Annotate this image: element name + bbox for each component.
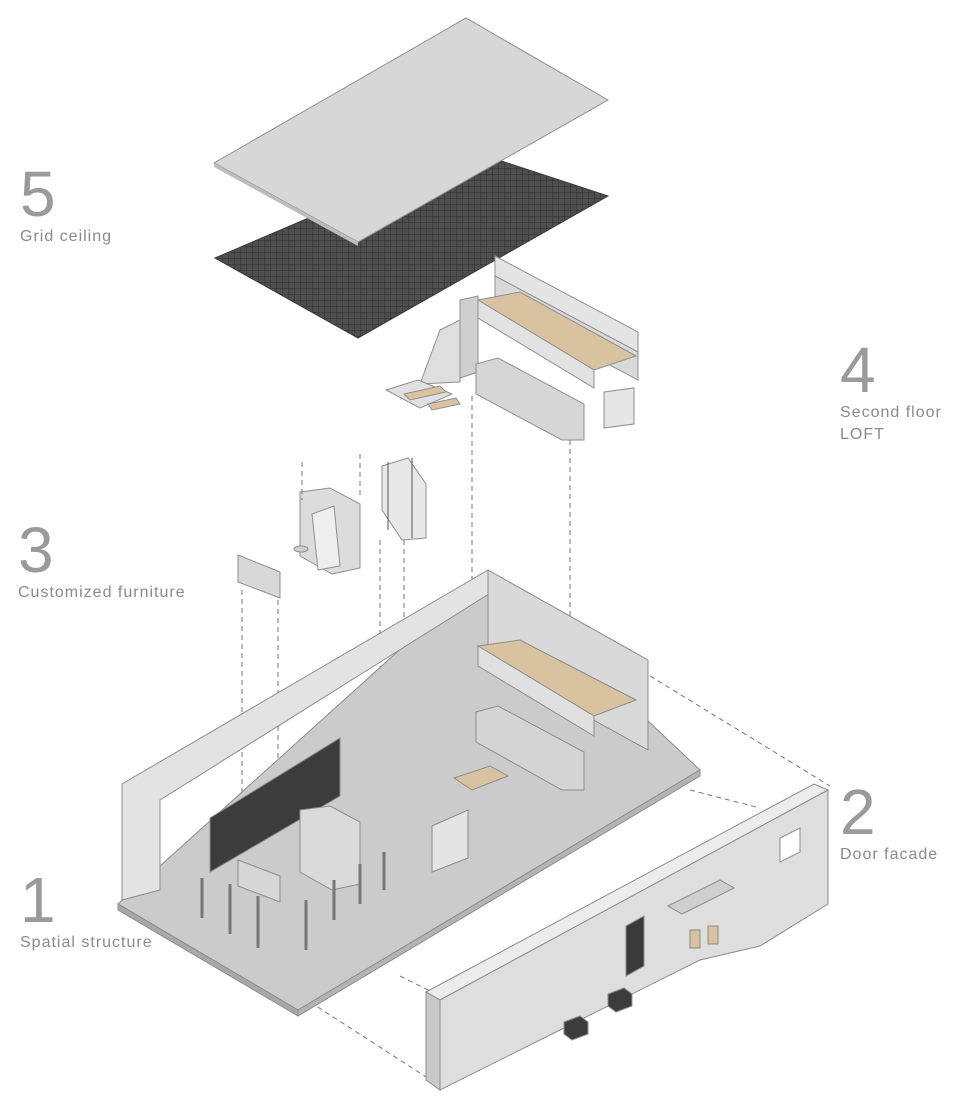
wardrobe-base — [293, 545, 309, 553]
layer-number: 2 — [840, 776, 876, 848]
stool-2 — [707, 925, 719, 945]
lower-counter — [475, 705, 585, 791]
wall-panel — [237, 554, 281, 599]
layer-number: 5 — [20, 158, 56, 230]
loft-counter — [475, 357, 585, 441]
shelf-frame — [381, 457, 427, 541]
furniture-group — [237, 457, 427, 599]
label-second-floor-loft: 4 Second floor LOFT — [840, 338, 942, 446]
facade-window — [779, 827, 801, 863]
layer-number: 1 — [20, 864, 56, 936]
loft-group — [384, 255, 639, 441]
spatial-structure-group — [117, 569, 701, 1017]
layer-caption: Grid ceiling — [20, 228, 113, 245]
lower-wardrobe — [299, 805, 361, 891]
loft-stair — [419, 319, 461, 385]
ceiling-panel-edge — [214, 163, 358, 246]
stool-1 — [689, 929, 701, 949]
wardrobe-door — [311, 505, 341, 571]
layer-caption: Door facade — [840, 846, 939, 863]
window-grid — [209, 737, 341, 873]
loft-bench-wood-2 — [427, 397, 461, 411]
label-spatial-structure: 1 Spatial structure — [20, 868, 153, 954]
layer-caption: Second floor LOFT — [840, 404, 942, 443]
loft-tall-cabinet — [603, 387, 635, 429]
layer-caption: Customized furniture — [18, 584, 186, 601]
door-facade-group — [424, 783, 830, 1091]
facade-door-glass — [625, 915, 645, 977]
label-customized-furniture: 3 Customized furniture — [18, 518, 186, 604]
facade-awning — [666, 879, 736, 915]
lower-wall-panel — [237, 859, 281, 903]
layer-number: 4 — [840, 334, 876, 406]
facade-left-end — [425, 991, 441, 1091]
loft-bench-wood — [403, 385, 447, 401]
grid-ceiling-group — [212, 17, 610, 339]
lower-loft-front — [477, 645, 595, 737]
box-2 — [607, 987, 633, 1013]
box-1 — [563, 1015, 589, 1041]
label-grid-ceiling: 5 Grid ceiling — [20, 162, 112, 248]
label-door-facade: 2 Door facade — [840, 780, 938, 866]
layer-number: 3 — [18, 514, 54, 586]
layer-caption: Spatial structure — [20, 934, 153, 951]
shelf-unit — [431, 809, 469, 873]
bench — [452, 765, 510, 791]
floor-edge-right — [297, 769, 701, 1017]
loft-side-panel — [459, 295, 479, 379]
